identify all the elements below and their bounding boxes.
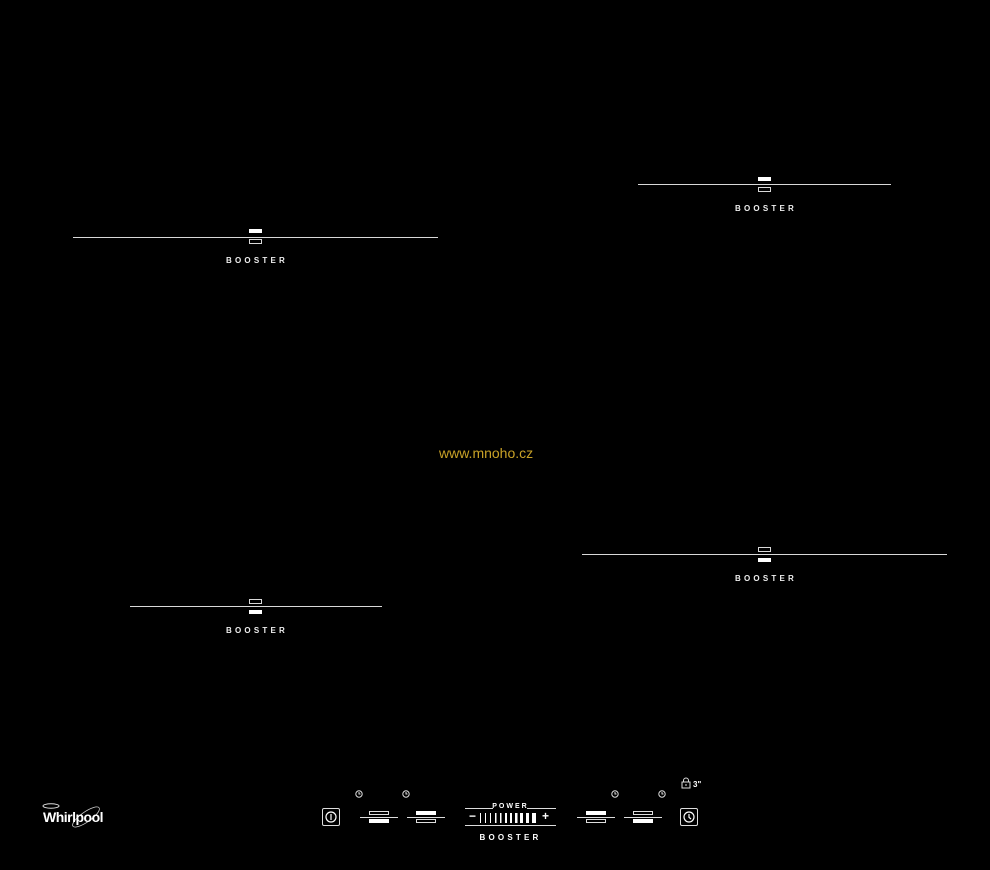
selector-indicator-filled <box>416 811 436 815</box>
zone-indicator-outline <box>758 547 771 552</box>
lock-time-label: 3" <box>693 780 702 789</box>
selector-indicator-outline <box>416 819 436 823</box>
booster-label: BOOSTER <box>735 574 797 583</box>
svg-text:Whirlpool: Whirlpool <box>43 809 103 825</box>
zone-selector-left-front[interactable] <box>360 809 398 825</box>
zone-selector-left-rear[interactable] <box>407 809 445 825</box>
zone-indicator-filled <box>758 177 771 181</box>
booster-button[interactable]: BOOSTER <box>479 833 542 842</box>
power-label: POWER <box>492 803 529 810</box>
selector-indicator-outline <box>369 811 389 815</box>
selector-indicator-outline <box>633 811 653 815</box>
plus-button[interactable]: + <box>542 809 550 823</box>
zone-indicator-outline <box>249 599 262 604</box>
zone-indicator-filled <box>249 610 262 614</box>
minus-button[interactable]: − <box>469 809 477 823</box>
selector-indicator-filled <box>633 819 653 823</box>
zone-indicator-filled <box>758 558 771 562</box>
zone-indicator-filled <box>249 229 262 233</box>
zone-line <box>130 606 382 607</box>
zone-line <box>73 237 438 238</box>
watermark-link[interactable]: www.mnoho.cz <box>439 445 534 461</box>
booster-label: BOOSTER <box>226 626 288 635</box>
booster-label: BOOSTER <box>226 256 288 265</box>
timer-icon <box>402 790 410 798</box>
timer-button[interactable] <box>680 808 698 826</box>
power-slider[interactable]: POWER − + BOOSTER <box>465 802 556 846</box>
timer-icon <box>658 790 666 798</box>
lock-icon <box>681 777 691 789</box>
power-level-bars <box>480 813 536 823</box>
zone-selector-right-front[interactable] <box>624 809 662 825</box>
selector-indicator-filled <box>586 811 606 815</box>
power-icon <box>325 811 337 823</box>
timer-icon <box>611 790 619 798</box>
zone-line <box>638 184 891 185</box>
clock-icon <box>683 811 695 823</box>
whirlpool-logo: Whirlpool <box>42 803 108 836</box>
zone-indicator-outline <box>249 239 262 244</box>
zone-selector-right-rear[interactable] <box>577 809 615 825</box>
power-button[interactable] <box>322 808 340 826</box>
timer-icon <box>355 790 363 798</box>
zone-line <box>582 554 947 555</box>
selector-indicator-outline <box>586 819 606 823</box>
zone-indicator-outline <box>758 187 771 192</box>
selector-indicator-filled <box>369 819 389 823</box>
booster-label: BOOSTER <box>735 204 797 213</box>
